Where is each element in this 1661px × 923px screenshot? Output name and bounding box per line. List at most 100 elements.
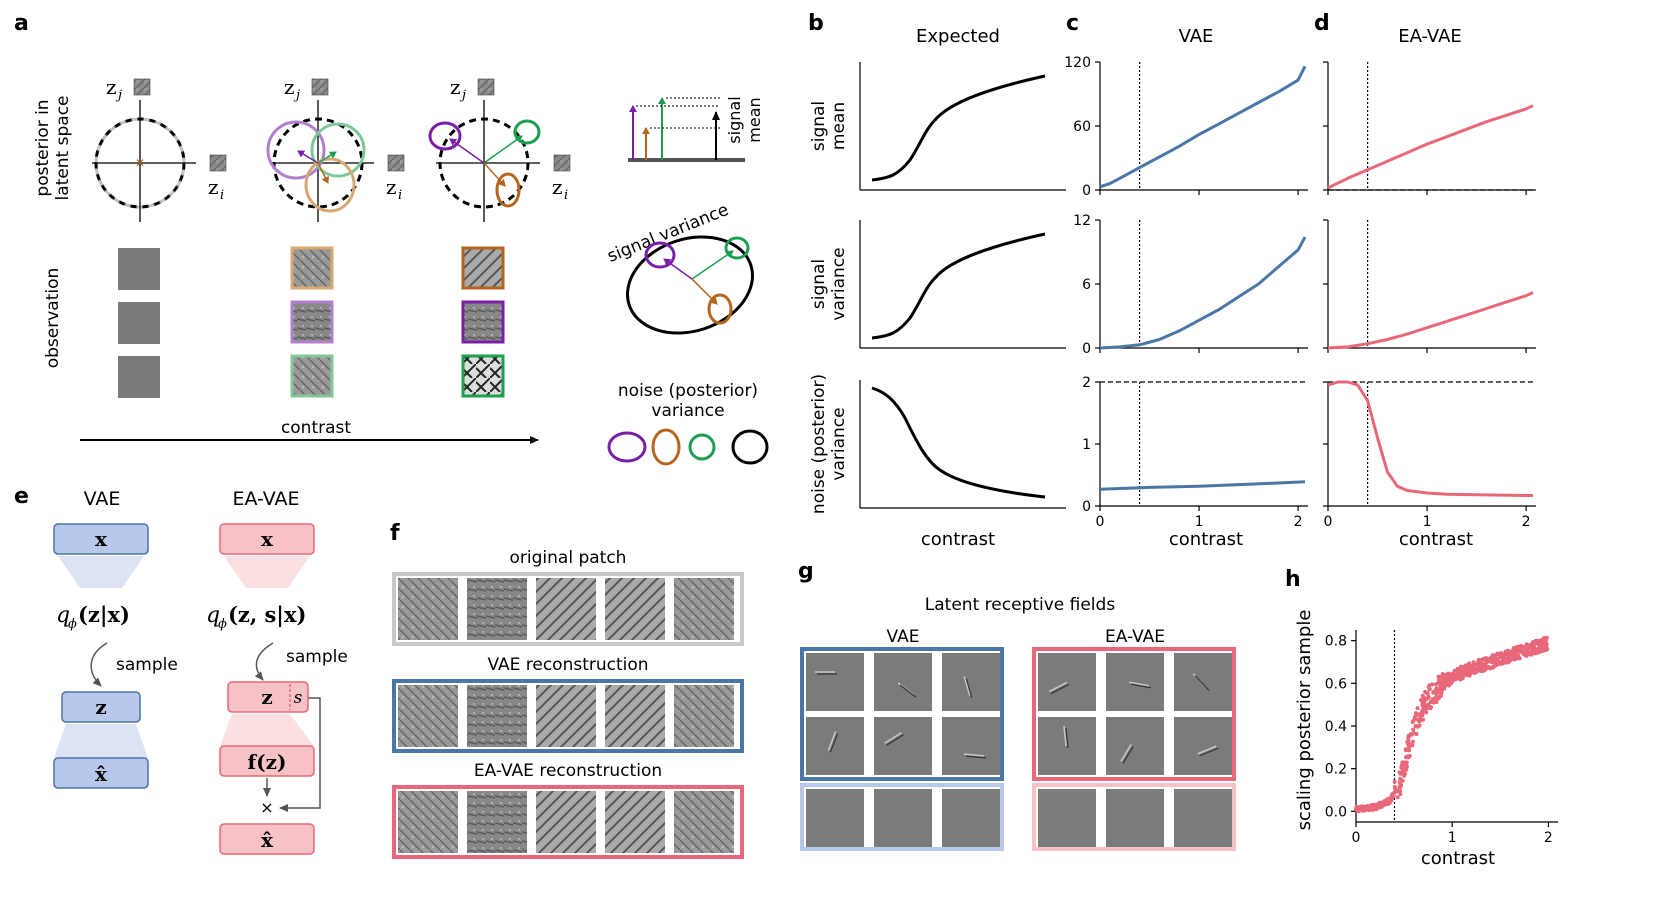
panel-g: Latent receptive fields VAE EA-VAE (800, 595, 1236, 851)
scatter-point (1519, 645, 1524, 650)
y-tick-label: 60 (1073, 119, 1091, 135)
eavae-s-label: s (294, 688, 303, 708)
series-line (1327, 380, 1533, 497)
y-tick-label: 0.0 (1325, 804, 1347, 820)
receptive-field-stroke (1131, 683, 1151, 689)
vae-encoder-funnel (58, 556, 144, 588)
receptive-field-patch (1038, 653, 1096, 711)
series-line (1327, 291, 1534, 350)
panel-letter-e: e (14, 484, 29, 509)
scatter-point (1491, 660, 1496, 664)
scatter-point (1471, 660, 1476, 665)
scatter-point (1423, 697, 1428, 702)
scatter-point (1506, 655, 1511, 660)
axis-zj-label: z (450, 75, 461, 99)
scatter-point (1406, 739, 1411, 743)
scatter-point (1410, 720, 1415, 725)
receptive-field-stroke (827, 731, 837, 751)
observation-patch (461, 300, 505, 344)
scatter-point (1544, 635, 1549, 640)
orange-posterior-ellipse (304, 157, 356, 213)
scatter-point (1545, 647, 1550, 652)
eavae-reconstruction-title: EA-VAE reconstruction (474, 761, 662, 781)
original-patch-title: original patch (510, 548, 627, 568)
scatter-point (1396, 788, 1401, 793)
scatter-point (1404, 767, 1409, 772)
panel-letter-b: b (808, 11, 824, 36)
image-patch (605, 791, 665, 853)
scatter-point (1529, 652, 1534, 657)
scatter-point (1410, 743, 1415, 748)
scatter-point (1430, 682, 1435, 687)
scatter-point (1439, 691, 1444, 696)
scatter-point (1524, 642, 1529, 647)
scatter-point (1437, 677, 1441, 682)
receptive-field-patch (1174, 717, 1232, 775)
x-tick-label: 2 (1522, 514, 1531, 530)
receptive-field-patch (1174, 789, 1232, 847)
receptive-field-stroke (1120, 744, 1132, 762)
scatter-point (1490, 653, 1495, 658)
y-tick-label: 120 (1064, 55, 1091, 71)
image-patch (536, 791, 596, 853)
receptive-field-stroke (886, 734, 904, 746)
vae-q-sub: ϕ (68, 617, 77, 632)
zj-patch-icon (477, 78, 495, 96)
scatter-point (1417, 712, 1422, 717)
expected-noise-curve (871, 386, 1046, 499)
vae-xhat-label: x̂ (95, 762, 108, 786)
receptive-field-patch (874, 653, 932, 711)
observation-ylabel: observation (43, 268, 63, 369)
scatter-point (1406, 733, 1411, 738)
scatter-point (1533, 638, 1538, 643)
series-line (1099, 65, 1307, 189)
receptive-field-stroke (1199, 747, 1219, 757)
axis-zi-label: z (386, 175, 397, 199)
image-patch (398, 791, 458, 853)
y-tick-label: 0.8 (1325, 634, 1347, 650)
image-patch (398, 578, 458, 640)
image-patch (674, 685, 734, 747)
receptive-field-stroke (1194, 675, 1210, 691)
receptive-field-stroke (963, 676, 971, 696)
panel-b: Expected signal mean signal variance noi… (809, 26, 1066, 550)
scatter-point (1407, 743, 1412, 748)
y-tick-label: 1 (1082, 437, 1091, 453)
zj-patch-icon (311, 78, 329, 96)
receptive-field-patch (942, 717, 1000, 775)
panel-letter-f: f (390, 521, 400, 546)
scatter-point (1397, 784, 1402, 789)
latent-plot-1: ✕ z j z i (92, 75, 227, 222)
scatter-point (1420, 709, 1425, 714)
scatter-point (1518, 649, 1523, 654)
scatter-point (1395, 795, 1400, 800)
scatter-point (1413, 724, 1418, 729)
receptive-field-patch (942, 789, 1000, 847)
scatter-point (1444, 680, 1449, 685)
receptive-field-stroke (1063, 725, 1067, 747)
scatter-point (1410, 739, 1415, 744)
scatter-point (1491, 664, 1496, 669)
image-patch (467, 791, 527, 853)
origin-cross-icon: ✕ (135, 156, 145, 170)
scatter-point (1421, 695, 1426, 700)
receptive-field-stroke (829, 733, 839, 753)
receptive-field-stroke (1197, 745, 1217, 755)
observation-patch (118, 302, 160, 344)
panel-b-xlabel: contrast (921, 529, 995, 550)
eavae-z-box (227, 681, 309, 713)
scatter-point (1403, 747, 1408, 752)
zi-patch-icon (553, 154, 571, 172)
y-tick-label: 0 (1082, 341, 1091, 357)
y-tick-label: 0.2 (1325, 762, 1347, 778)
receptive-field-patch (1106, 789, 1164, 847)
receptive-field-patch (942, 653, 1000, 711)
scatter-point (1398, 792, 1403, 796)
image-patch (674, 791, 734, 853)
signal-variance-label: signal variance (605, 200, 732, 267)
image-patch (467, 685, 527, 747)
x-tick-label: 2 (1544, 830, 1553, 846)
eavae-q-symbol: q (206, 603, 220, 628)
expected-mean-curve (871, 74, 1046, 182)
receptive-field-patch (1038, 789, 1096, 847)
